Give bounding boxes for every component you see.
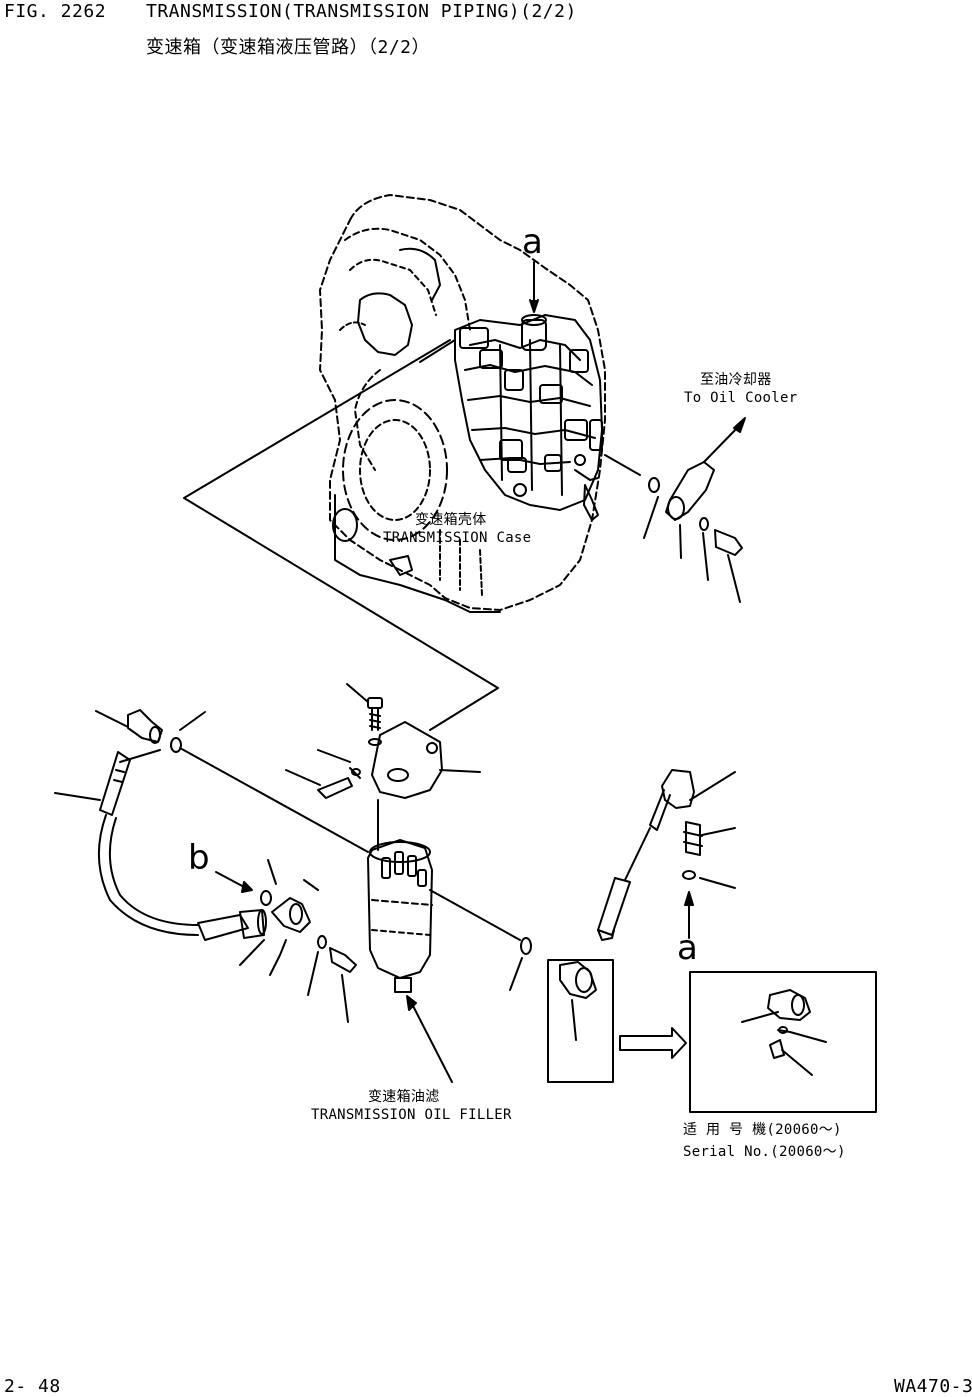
oil-cooler-label-en: To Oil Cooler bbox=[684, 390, 798, 406]
reference-label-a-top: a bbox=[522, 222, 543, 262]
detail-arrow-icon bbox=[620, 1028, 686, 1058]
serial-label-en: Serial No.(20060～) bbox=[683, 1144, 846, 1160]
oil-filter-drawing bbox=[286, 684, 531, 1082]
oil-cooler-label-cn: 至油冷却器 bbox=[700, 372, 772, 388]
right-hose-assembly bbox=[598, 770, 735, 940]
ref-a-arrowhead-top bbox=[530, 300, 538, 312]
oil-filler-label-en: TRANSMISSION OIL FILLER bbox=[311, 1107, 512, 1123]
figure-title-english: TRANSMISSION(TRANSMISSION PIPING)(2/2) bbox=[146, 1, 577, 22]
serial-label-cn: 适 用 号 機(20060～) bbox=[683, 1122, 842, 1138]
transmission-case-label-en: TRANSMISSION Case bbox=[383, 530, 532, 546]
transmission-case-label-cn: 变速箱壳体 bbox=[415, 512, 487, 528]
figure-title-chinese: 变速箱（变速箱液压管路）（2/2） bbox=[146, 37, 431, 58]
figure-number: FIG. 2262 bbox=[4, 1, 107, 22]
oil-filler-label-cn: 变速箱油滤 bbox=[368, 1089, 440, 1105]
reference-label-b: b bbox=[188, 838, 210, 878]
case-to-filter-leader bbox=[184, 340, 498, 730]
detail-box-right bbox=[690, 972, 876, 1112]
page-number: 2- 48 bbox=[4, 1376, 61, 1397]
transmission-case-drawing bbox=[320, 195, 605, 612]
detail-box-left bbox=[548, 960, 613, 1082]
oil-cooler-fittings bbox=[605, 418, 745, 602]
reference-label-a-right: a bbox=[677, 928, 698, 968]
left-hose-assembly bbox=[55, 710, 368, 1022]
model-number: WA470-3 bbox=[894, 1376, 972, 1397]
